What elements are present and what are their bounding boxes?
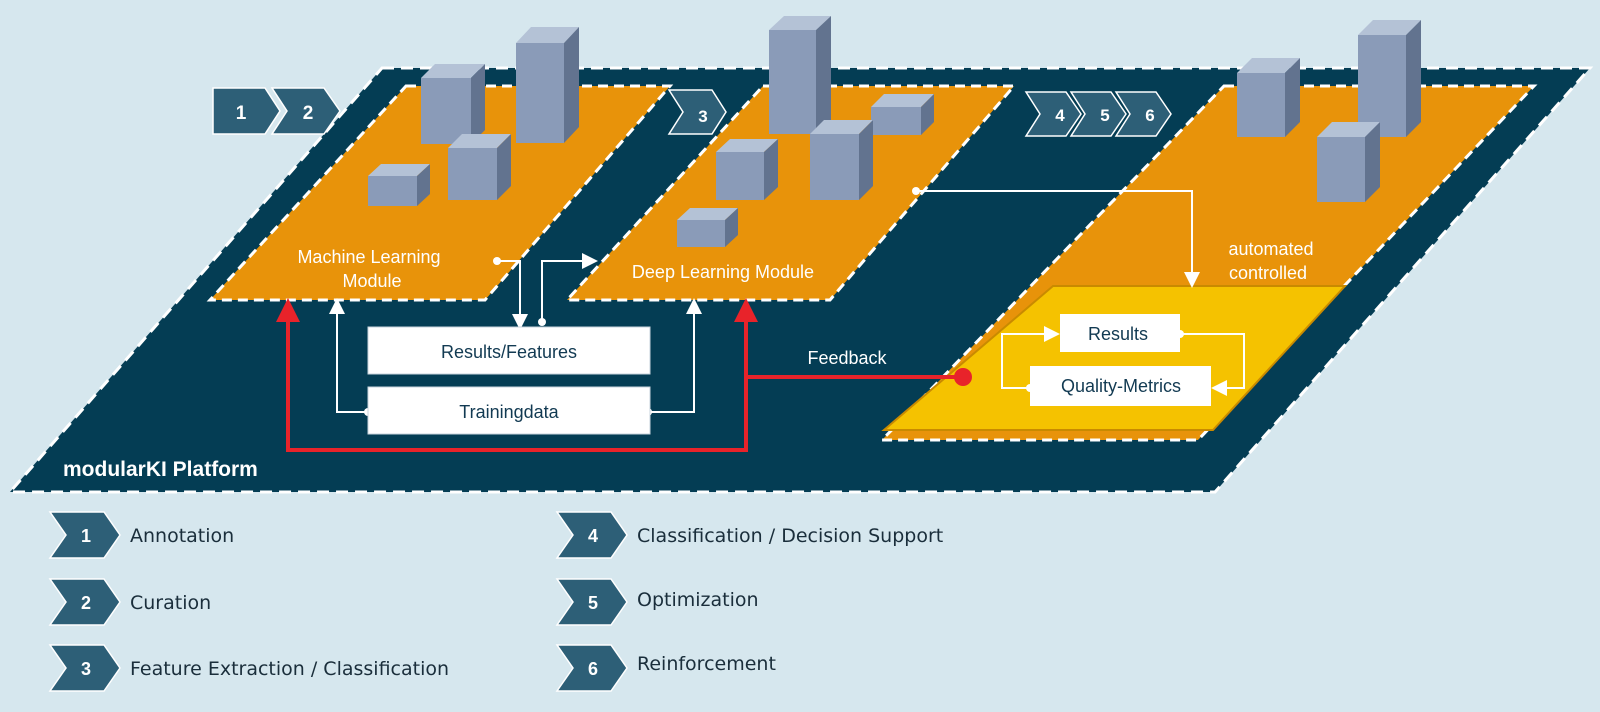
step-badges-4-5-6: 4 5 6	[1024, 91, 1172, 137]
results-features-box: Results/Features	[367, 326, 651, 375]
cube-block	[1237, 58, 1300, 137]
cube-block	[716, 139, 778, 200]
svg-text:Results/Features: Results/Features	[441, 342, 577, 362]
svg-text:1: 1	[81, 526, 91, 546]
feedback-label: Feedback	[807, 348, 887, 368]
step-chevron-icon: 6	[555, 644, 628, 692]
svg-text:6: 6	[1145, 106, 1154, 125]
cube-block	[1358, 20, 1421, 137]
cube-block	[421, 64, 485, 144]
legend-label: Feature Extraction / Classification	[130, 658, 450, 680]
cube-block	[448, 134, 511, 200]
step-chevron-icon: 1	[48, 511, 121, 559]
connector-lines	[329, 187, 1245, 416]
svg-text:Trainingdata: Trainingdata	[459, 402, 559, 422]
quality-metrics-box: Quality-Metrics	[1030, 366, 1211, 406]
ml-module-label-line2: Module	[342, 271, 401, 291]
cube-block	[677, 208, 738, 247]
svg-text:6: 6	[588, 659, 598, 679]
step-chevron-icon: 4	[555, 511, 628, 559]
svg-text:Results: Results	[1088, 324, 1148, 344]
svg-text:4: 4	[588, 526, 598, 546]
step-chevron-icon: 5	[555, 578, 628, 626]
svg-text:3: 3	[81, 659, 91, 679]
legend-label: Annotation	[130, 525, 235, 547]
trainingdata-box: Trainingdata	[367, 386, 651, 435]
cube-block	[769, 16, 831, 134]
cube-block	[871, 94, 934, 135]
auto-module-label-line2: controlled	[1229, 263, 1307, 283]
step-badge-3: 3	[667, 89, 727, 135]
legend-label: Classification / Decision Support	[637, 525, 944, 547]
legend-label: Curation	[130, 592, 212, 614]
svg-text:1: 1	[236, 103, 247, 124]
svg-text:5: 5	[588, 593, 598, 613]
svg-text:5: 5	[1100, 106, 1109, 125]
cube-block	[516, 27, 579, 143]
svg-text:2: 2	[81, 593, 91, 613]
step-chevron-icon: 2	[48, 578, 121, 626]
results-box: Results	[1060, 314, 1180, 352]
cube-block	[368, 164, 430, 206]
svg-text:2: 2	[303, 103, 314, 124]
ml-module-label: Machine Learning	[297, 247, 440, 267]
cube-block	[1317, 122, 1380, 202]
svg-text:3: 3	[698, 107, 707, 126]
dl-module-label: Deep Learning Module	[632, 262, 814, 282]
cube-block	[810, 120, 873, 200]
step-chevron-icon: 3	[48, 644, 121, 692]
quality-panel	[884, 286, 1345, 430]
platform-label: modularKI Platform	[63, 458, 258, 481]
svg-text:4: 4	[1055, 106, 1065, 125]
legend-label: Reinforcement	[637, 653, 776, 675]
legend-label: Optimization	[637, 589, 759, 611]
auto-module-label: automated	[1228, 239, 1313, 259]
feedback-lines	[276, 298, 972, 452]
step-badges-1-2: 1 2	[212, 87, 341, 135]
svg-text:Quality-Metrics: Quality-Metrics	[1061, 376, 1181, 396]
